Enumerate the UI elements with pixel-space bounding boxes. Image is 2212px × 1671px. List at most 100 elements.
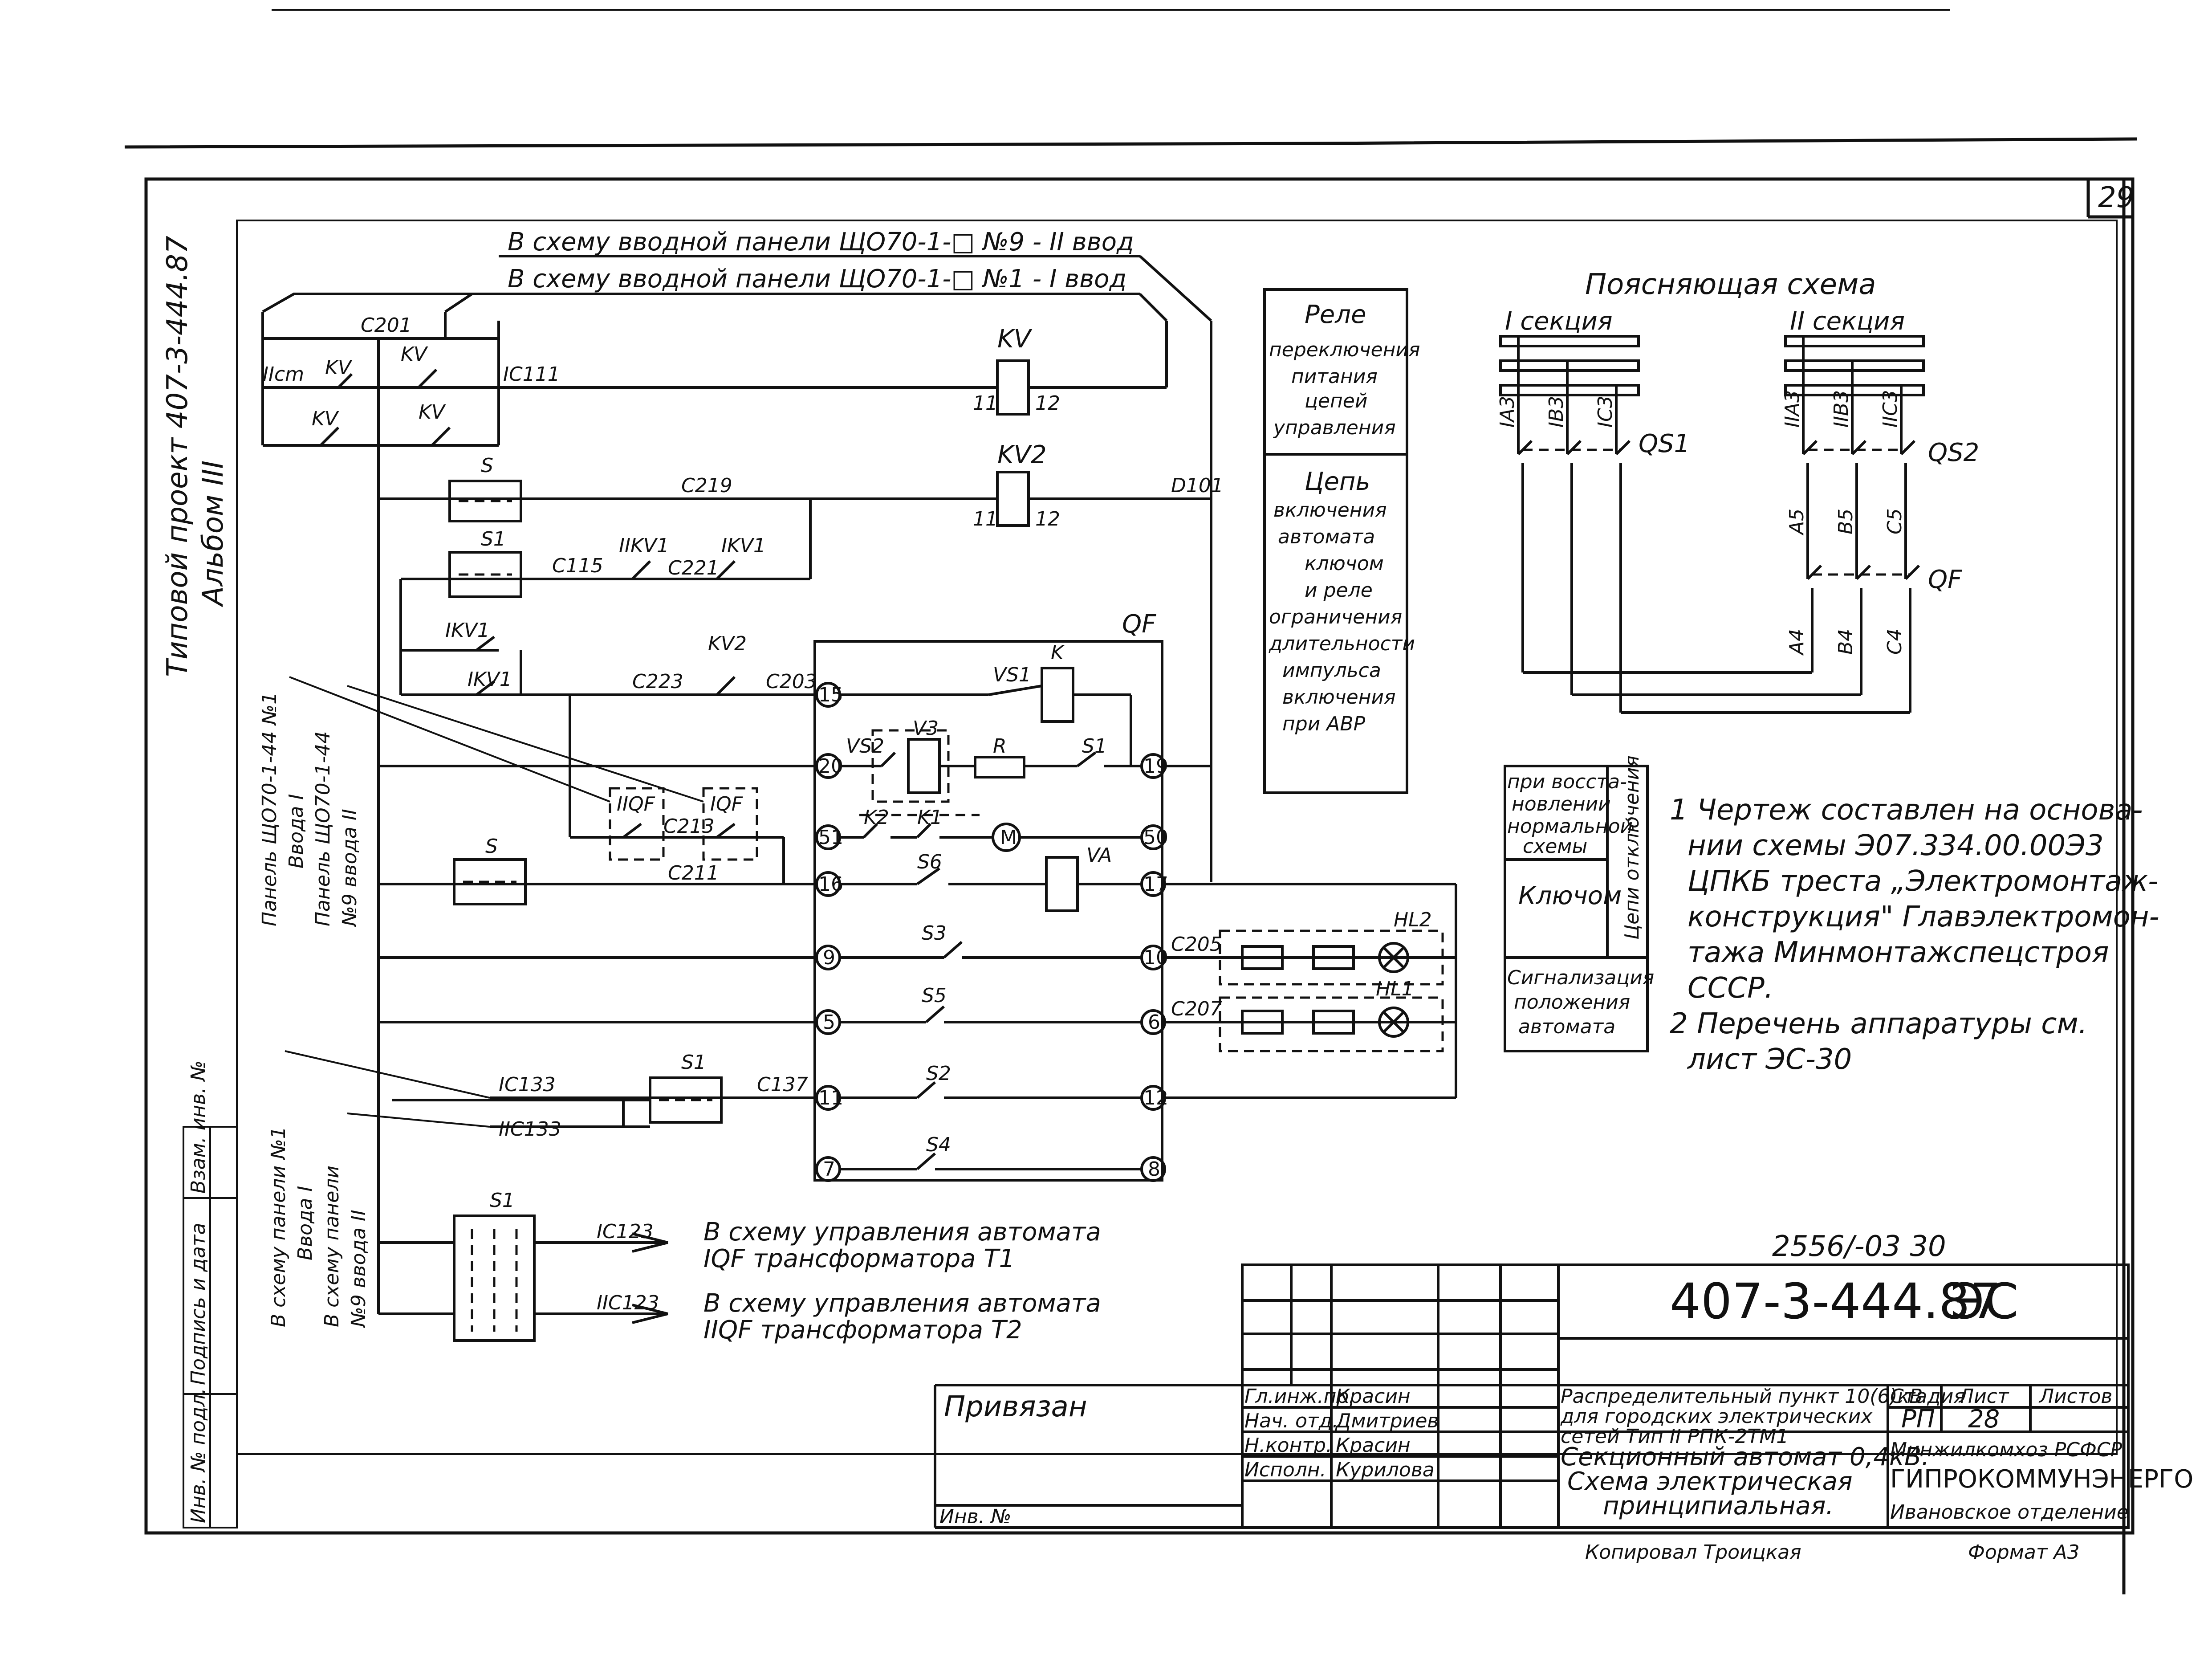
svg-text:новлении: новлении — [1512, 793, 1611, 815]
output-2-line2: IIQF трансформатора Т2 — [703, 1316, 1022, 1345]
legend-top-item1: Реле переключения питания цепей управлен… — [1269, 300, 1420, 439]
stamp-stage-header: Стадия — [1890, 1385, 1965, 1408]
explain-qs2: QS2 — [1928, 438, 1979, 467]
explain-fuse-l2: IB3 — [1545, 396, 1568, 428]
stamp-role-1: Гл.инж.пр. — [1244, 1385, 1355, 1408]
stamp-org-1: Минжилкомхоз РСФСР — [1890, 1439, 2123, 1461]
explain-qs1: QS1 — [1639, 429, 1690, 458]
output-2-line1: В схему управления автомата — [703, 1289, 1101, 1318]
stamp-title-2: Секционный автомат 0,4кВ. Схема электрич… — [1561, 1443, 1929, 1520]
page-number: 29 — [2098, 181, 2134, 214]
label-VS2: VS2 — [846, 735, 884, 758]
explain-fuse-l3: IC3 — [1594, 395, 1617, 428]
svg-text:нии схемы Э07.334.00.00Э3: нии схемы Э07.334.00.00Э3 — [1687, 829, 2104, 862]
label-V3: V3 — [913, 717, 939, 740]
svg-text:длительности: длительности — [1269, 632, 1415, 655]
side-title-album: Альбом III — [197, 461, 230, 607]
explain-wiring — [1517, 336, 1920, 714]
stamp-copied: Копировал Троицкая — [1585, 1541, 1801, 1564]
explain-title: Поясняющая схема — [1585, 268, 1876, 301]
label-IKV1-c: IKV1 — [468, 668, 512, 691]
label-S6: S6 — [917, 851, 942, 873]
label-VA: VA — [1086, 844, 1112, 867]
side-stamp-column: Инв. № подл. Подпись и дата Взам. инв. № — [183, 1060, 238, 1528]
switch-S1-block — [448, 551, 522, 598]
qf-term-17: 17 — [1143, 873, 1168, 896]
scheme-label-1: В схему панели №1 — [267, 1126, 290, 1327]
explain-qf: QF — [1928, 565, 1962, 594]
explain-low-2: B4 — [1834, 629, 1857, 655]
label-KV-a: KV — [325, 356, 353, 379]
svg-text:при восста-: при восста- — [1507, 770, 1627, 793]
label-S1-bottom: S1 — [490, 1189, 515, 1212]
svg-text:нормальной: нормальной — [1507, 815, 1633, 838]
label-C207: С207 — [1171, 998, 1222, 1020]
switch-S1-bottom — [453, 1215, 536, 1342]
explain-mid-1: A5 — [1785, 509, 1808, 536]
svg-text:для городских электрических: для городских электрических — [1560, 1405, 1873, 1428]
panel-label-4: №9 ввода II — [338, 809, 361, 928]
svg-text:схемы: схемы — [1523, 835, 1587, 858]
legend-top-box — [1263, 288, 1408, 794]
svg-text:сетей Тип II РПК-2ТМ1: сетей Тип II РПК-2ТМ1 — [1561, 1425, 1789, 1448]
label-IC133: IС133 — [499, 1073, 556, 1096]
explain-fuse-l1: IA3 — [1496, 396, 1519, 428]
side-label-replace: Взам. инв. № — [187, 1060, 210, 1194]
qf-term-7: 7 — [823, 1158, 835, 1181]
explain-low-3: C4 — [1883, 628, 1906, 655]
stamp-ref-top: 2556/-03 30 — [1772, 1230, 1946, 1263]
label-KV-c: KV — [401, 343, 428, 366]
label-HL1: HL1 — [1376, 978, 1414, 1000]
contact-IQF — [702, 787, 758, 861]
explain-mid-2: B5 — [1834, 509, 1857, 534]
stamp-role-2: Нач. отд. — [1244, 1410, 1338, 1432]
qf-term-5: 5 — [823, 1011, 835, 1034]
stamp-role-4: Исполн. — [1244, 1459, 1326, 1481]
side-label-inv: Инв. № подл. — [187, 1388, 210, 1523]
label-S3: S3 — [922, 922, 947, 945]
label-D101: D101 — [1171, 474, 1224, 497]
label-C221: С221 — [668, 557, 719, 579]
svg-text:ограничения: ограничения — [1269, 606, 1402, 628]
stamp-sheets-header: Листов — [2038, 1385, 2112, 1408]
label-C115: С115 — [552, 554, 603, 577]
legend-mid-right: Цепи отключения — [1621, 755, 1643, 940]
label-IKV1-a: IKV1 — [721, 534, 766, 557]
label-KV-b: KV — [312, 408, 339, 430]
label-HL2: HL2 — [1394, 909, 1432, 931]
notes-block: 1 Чертеж составлен на основа- нии схемы … — [1670, 794, 2159, 1076]
stamp-sheet-code: ЭС — [1950, 1273, 2019, 1330]
legend-mid-left: при восста- новлении нормальной схемы — [1507, 770, 1633, 858]
scheme-label-2: Ввода I — [294, 1186, 317, 1260]
explain-low-1: A4 — [1785, 629, 1808, 656]
label-C219: С219 — [681, 474, 732, 497]
label-S2: S2 — [926, 1062, 951, 1085]
svg-text:тажа Минмонтажспецстроя: тажа Минмонтажспецстроя — [1687, 936, 2109, 969]
svg-text:автомата: автомата — [1518, 1015, 1615, 1038]
qf-term-8: 8 — [1148, 1158, 1160, 1181]
label-S1-top: S1 — [481, 528, 506, 550]
contact-IIQF — [609, 787, 665, 861]
label-C205: С205 — [1171, 933, 1222, 956]
svg-text:включения: включения — [1273, 499, 1387, 522]
qf-term-10: 10 — [1143, 946, 1168, 969]
svg-text:ЦПКБ треста „Электромонтаж-: ЦПКБ треста „Электромонтаж- — [1687, 865, 2158, 898]
label-S5: S5 — [922, 984, 947, 1007]
qf-term-6: 6 — [1148, 1011, 1160, 1034]
label-IIQF: IIQF — [617, 793, 655, 815]
stamp-privyazan: Привязан — [944, 1390, 1087, 1423]
switch-S-lower — [453, 858, 527, 905]
qf-term-11: 11 — [818, 1087, 843, 1109]
qf-term-16: 16 — [818, 873, 843, 896]
svg-text:включения: включения — [1282, 686, 1396, 709]
svg-text:управления: управления — [1273, 416, 1396, 439]
svg-text:2 Перечень аппаратуры см.: 2 Перечень аппаратуры см. — [1670, 1007, 2087, 1040]
panel-label-2: Ввода I — [285, 794, 308, 868]
label-C211: С211 — [668, 862, 719, 884]
svg-text:питания: питания — [1291, 365, 1378, 388]
kv2-coil — [996, 471, 1030, 527]
kv2-coil-term-12: 12 — [1035, 508, 1060, 530]
svg-text:1 Чертеж составлен на основа-: 1 Чертеж составлен на основа- — [1670, 794, 2143, 827]
stamp-role-3: Н.контр. — [1244, 1434, 1332, 1457]
